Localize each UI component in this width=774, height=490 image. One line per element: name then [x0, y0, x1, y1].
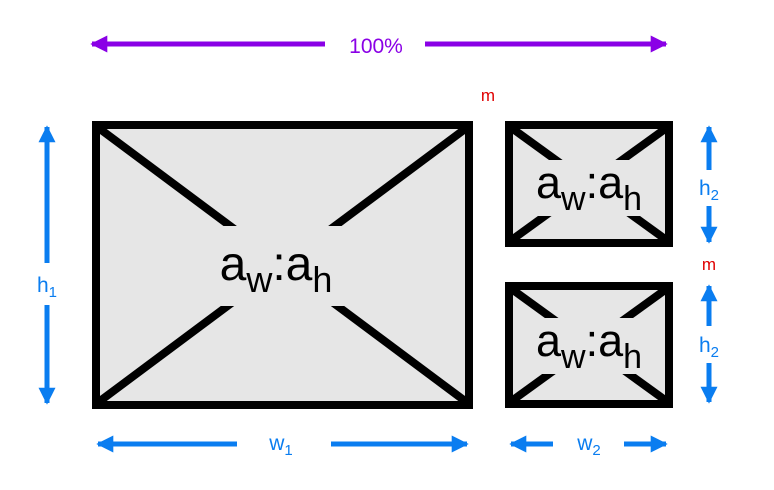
margin-label-right: m	[702, 255, 716, 274]
w1-indicator: w1	[96, 432, 469, 459]
small-box-top: aw:ah	[505, 121, 673, 247]
h2-top-label: h2	[699, 177, 719, 204]
h1-indicator: h1	[37, 125, 57, 405]
small-box-top-label-backdrop	[514, 160, 664, 216]
h2-bottom-label: h2	[699, 334, 719, 361]
large-box-label-backdrop	[198, 226, 356, 306]
w2-label: w2	[576, 432, 601, 459]
total-width-label: 100%	[349, 35, 403, 58]
large-box: aw:ah	[92, 121, 473, 409]
small-box-bottom-label-backdrop	[514, 318, 664, 374]
margin-label-top: m	[481, 86, 495, 105]
small-box-bottom-aspect-label: aw:ah	[536, 315, 642, 376]
h1-label: h1	[37, 274, 57, 301]
w1-label: w1	[268, 432, 293, 459]
total-width-indicator: 100%	[90, 35, 668, 58]
h2-bottom-indicator: h2	[699, 284, 719, 404]
large-box-aspect-label: aw:ah	[220, 238, 333, 300]
small-box-bottom: aw:ah	[505, 282, 673, 408]
w2-indicator: w2	[509, 432, 668, 459]
h2-top-indicator: h2	[699, 125, 719, 244]
small-box-top-aspect-label: aw:ah	[536, 157, 642, 218]
